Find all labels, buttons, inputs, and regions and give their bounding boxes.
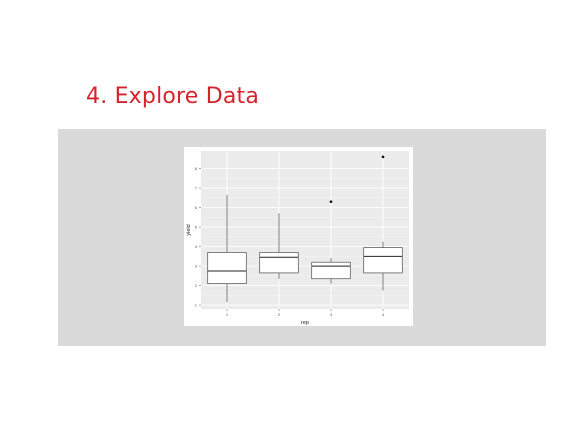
axes: 1 2 3 4 5 6 7 8 1 2 3 4 rep yield — [186, 166, 385, 326]
y-tick-label: 6 — [195, 205, 198, 210]
box-body — [363, 247, 403, 274]
slide-title: 4. Explore Data — [86, 84, 260, 109]
y-tick-label: 3 — [195, 264, 198, 269]
box-3 — [311, 200, 351, 284]
boxes — [207, 155, 403, 303]
y-axis-title: yield — [186, 224, 192, 235]
x-tick-label: 3 — [330, 312, 333, 317]
outlier-point — [329, 200, 333, 204]
box-body — [311, 261, 351, 280]
y-tick-label: 7 — [195, 186, 198, 191]
y-tick-label: 4 — [195, 244, 198, 249]
box-1 — [207, 194, 247, 303]
box-body — [207, 252, 247, 284]
outlier-point — [381, 155, 385, 159]
y-tick-label: 5 — [195, 225, 198, 230]
x-tick-label: 4 — [382, 312, 385, 317]
box-4 — [363, 155, 403, 291]
box-body — [259, 252, 299, 274]
boxplot-chart: 1 2 3 4 5 6 7 8 1 2 3 4 rep yield — [184, 147, 413, 326]
x-tick-label: 2 — [278, 312, 281, 317]
y-tick-label: 2 — [195, 283, 198, 288]
y-tick-label: 8 — [195, 166, 198, 171]
boxplot-svg: 1 2 3 4 5 6 7 8 1 2 3 4 rep yield — [186, 151, 409, 326]
y-tick-label: 1 — [195, 303, 198, 308]
x-tick-label: 1 — [226, 312, 229, 317]
x-axis-title: rep — [301, 320, 309, 326]
box-2 — [259, 213, 299, 279]
